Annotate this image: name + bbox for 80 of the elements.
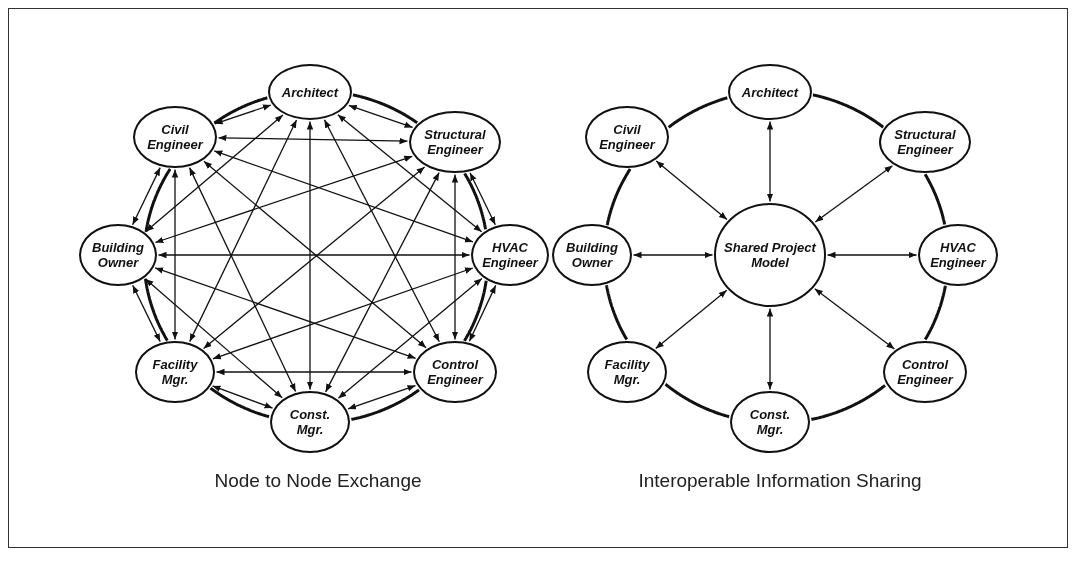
double-arrow: [814, 288, 896, 350]
actor-ellipse: [409, 111, 501, 173]
double-arrow: [144, 278, 283, 399]
node-label: Building Owner: [91, 240, 145, 270]
double-arrow: [324, 171, 440, 393]
ring-line: [923, 173, 947, 226]
double-arrow: [347, 384, 417, 410]
actor-ellipse: [471, 224, 549, 286]
ring-line: [664, 383, 730, 419]
node-label: Civil Engineer: [146, 122, 205, 152]
ring-line: [213, 96, 269, 125]
double-arrow: [214, 104, 272, 125]
node-label: Control Engineer: [426, 357, 485, 387]
node-label: Architect: [281, 84, 339, 100]
double-arrow: [337, 277, 483, 399]
double-arrow: [469, 172, 496, 226]
ring-line: [812, 93, 885, 129]
node-label: Building Owner: [565, 240, 619, 270]
actor-ellipse: [270, 391, 350, 453]
double-arrow: [188, 166, 297, 393]
node-label: HVAC Engineer: [481, 240, 540, 270]
node-label: Civil Engineer: [598, 122, 657, 152]
double-arrow: [655, 160, 728, 221]
ring-line: [209, 386, 270, 419]
double-arrow: [348, 104, 414, 129]
double-arrow: [131, 166, 161, 226]
node-label: Structural Engineer: [423, 127, 487, 157]
node-label: Const. Mgr.: [748, 407, 792, 437]
actor-ellipse: [883, 341, 967, 403]
actor-ellipse: [135, 341, 215, 403]
double-arrow: [826, 251, 918, 259]
double-arrow: [157, 251, 471, 259]
double-arrow: [451, 173, 459, 341]
actor-ellipse: [268, 64, 352, 120]
ring-line: [810, 384, 886, 421]
double-arrow: [132, 284, 161, 343]
ring-line: [144, 277, 169, 342]
ring-line: [350, 388, 420, 421]
double-arrow: [468, 284, 497, 342]
node-label: Structural Engineer: [893, 127, 957, 157]
double-arrow: [145, 114, 284, 233]
node-label: Facility Mgr.: [603, 357, 651, 387]
panel-caption: Node to Node Exchange: [214, 470, 422, 492]
double-arrow: [154, 155, 413, 244]
actor-ellipse: [413, 341, 497, 403]
node-label: Shared Project Model: [723, 240, 818, 270]
ring-line: [352, 93, 419, 124]
double-arrow: [323, 119, 440, 343]
node-label: HVAC Engineer: [929, 240, 988, 270]
double-arrow: [766, 307, 774, 391]
actor-ellipse: [133, 106, 217, 168]
double-arrow: [215, 368, 413, 376]
double-arrow: [766, 120, 774, 203]
ring-line: [605, 168, 632, 227]
ring-line: [667, 96, 729, 129]
ring-line: [144, 168, 172, 233]
double-arrow: [217, 134, 409, 145]
double-arrow: [213, 150, 474, 243]
actor-ellipse: [879, 111, 971, 173]
double-arrow: [632, 251, 714, 259]
ring-line: [463, 279, 488, 342]
double-arrow: [306, 120, 314, 391]
double-arrow: [211, 385, 274, 409]
panel-caption: Interoperable Information Sharing: [638, 470, 922, 492]
double-arrow: [337, 114, 483, 233]
actor-ellipse: [587, 341, 667, 403]
node-label: Architect: [741, 84, 799, 100]
ring-line: [605, 284, 629, 341]
ring-line: [923, 284, 947, 341]
node-label: Const. Mgr.: [288, 407, 332, 437]
actor-ellipse: [79, 224, 157, 286]
node-label: Facility Mgr.: [151, 357, 199, 387]
double-arrow: [171, 168, 179, 341]
node-label: Control Engineer: [896, 357, 955, 387]
ring-line: [463, 172, 488, 231]
double-arrow: [154, 267, 417, 359]
double-arrow: [814, 165, 894, 223]
double-arrow: [189, 119, 298, 343]
double-arrow: [212, 267, 474, 360]
double-arrow: [655, 289, 728, 350]
